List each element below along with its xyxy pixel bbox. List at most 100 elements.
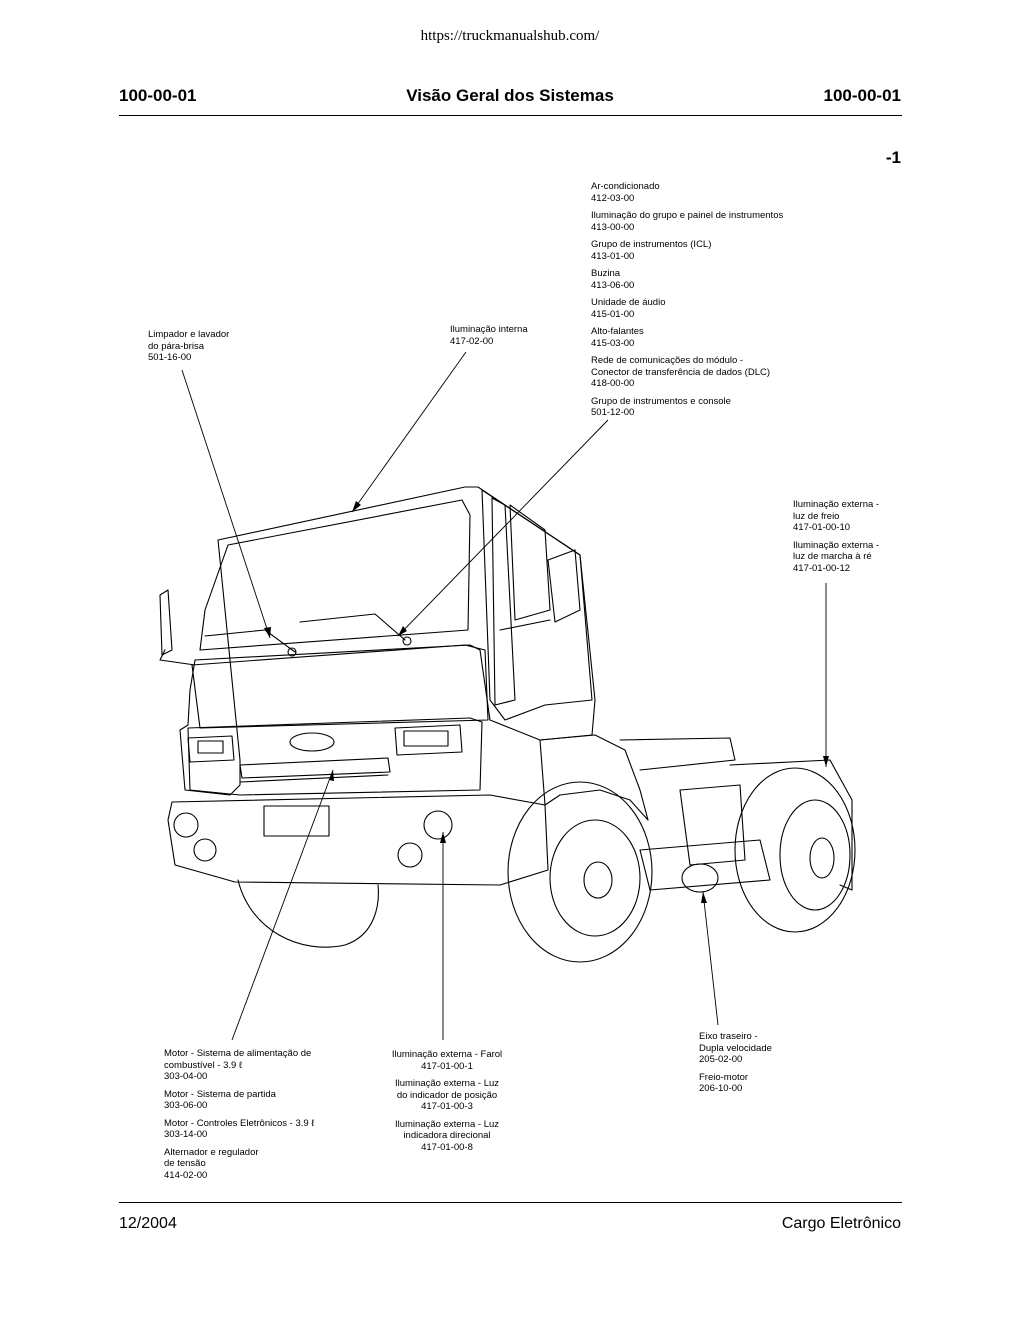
callout-code: 413-06-00 bbox=[591, 279, 635, 291]
figure-number: -1 bbox=[885, 148, 901, 167]
turn-signal-left bbox=[197, 740, 224, 754]
headlamp-round-right bbox=[423, 810, 453, 840]
callout-code: 415-03-00 bbox=[591, 337, 635, 349]
front-right-hub bbox=[583, 861, 613, 899]
door-window-frame bbox=[491, 497, 516, 706]
leader-interior-light bbox=[351, 351, 467, 513]
callout-name: Eixo traseiro - bbox=[699, 1031, 758, 1042]
callout-name: Iluminação interna bbox=[450, 324, 528, 335]
frame-rail bbox=[639, 839, 771, 891]
callout-code: 413-00-00 bbox=[591, 221, 635, 233]
arrowhead-engine bbox=[329, 770, 334, 781]
front-bumper bbox=[167, 794, 549, 886]
leader-cab-systems bbox=[397, 419, 609, 637]
footer-rule bbox=[119, 1202, 902, 1203]
wiper-right bbox=[299, 613, 406, 641]
fog-lamp-left bbox=[173, 812, 199, 838]
grille-slot-upper bbox=[239, 757, 391, 779]
grille-slot-lower bbox=[239, 774, 389, 783]
callout-code: 501-16-00 bbox=[148, 352, 192, 363]
fuel-tank bbox=[679, 784, 746, 866]
wiper-pivot-left bbox=[287, 647, 297, 657]
callout-name: Limpador e lavador bbox=[148, 329, 230, 340]
chassis-frame bbox=[619, 737, 736, 771]
callout-code: 414-02-00 bbox=[164, 1169, 208, 1181]
callout-name: do pára-brisa bbox=[148, 340, 204, 352]
callout-name: Rede de comunicações do módulo - bbox=[591, 355, 744, 366]
section-code-right: 100-00-01 bbox=[823, 86, 901, 105]
cab-outline bbox=[179, 486, 596, 796]
arrowhead-wiper bbox=[264, 627, 271, 638]
callout-name: Motor - Sistema de partida bbox=[164, 1088, 276, 1100]
arrowhead-rear-lights bbox=[823, 756, 829, 767]
right-headlight-front bbox=[394, 724, 463, 756]
callout-name: Unidade de áudio bbox=[591, 297, 666, 308]
callout-code: 415-01-00 bbox=[591, 308, 635, 320]
mirror-arm-right bbox=[499, 619, 551, 631]
callout-code: 418-00-00 bbox=[591, 378, 635, 389]
callout-name: Dupla velocidade bbox=[699, 1042, 772, 1054]
callout-name: luz de marcha à ré bbox=[793, 551, 872, 562]
callout-name: Freio-motor bbox=[699, 1071, 749, 1083]
page-title: Visão Geral dos Sistemas bbox=[406, 86, 614, 105]
callout-name: Iluminação externa - Luz bbox=[394, 1118, 500, 1130]
leader-engine bbox=[231, 769, 334, 1041]
arrowhead-front-lights bbox=[440, 832, 446, 843]
license-plate bbox=[263, 805, 330, 837]
cab-door bbox=[481, 489, 593, 721]
front-right-rim bbox=[549, 819, 641, 937]
leader-rear-axle bbox=[702, 891, 719, 1026]
headlamp-round-lower bbox=[397, 842, 423, 868]
grille bbox=[187, 717, 483, 796]
fog-lamp-left-lower bbox=[193, 838, 217, 862]
callout-code: 303-06-00 bbox=[164, 1100, 208, 1111]
callout-code: 303-04-00 bbox=[164, 1071, 208, 1082]
arrowhead-cab-systems bbox=[398, 626, 407, 636]
callout-name: de tensão bbox=[164, 1158, 206, 1169]
callout-code: 206-10-00 bbox=[699, 1083, 743, 1094]
callout-name: Iluminação externa - Farol bbox=[391, 1049, 503, 1060]
rear-tire-inner bbox=[779, 799, 851, 911]
windshield bbox=[199, 499, 471, 651]
callout-code: 303-14-00 bbox=[164, 1129, 208, 1140]
rear-axle-diff bbox=[681, 863, 719, 893]
wiper-pivot-right bbox=[402, 636, 412, 646]
callout-code: 417-01-00-8 bbox=[421, 1141, 473, 1153]
leader-wiper bbox=[181, 369, 271, 639]
callout-name: Grupo de instrumentos e console bbox=[591, 395, 731, 407]
callout-code: 417-01-00-1 bbox=[421, 1060, 473, 1072]
front-fender bbox=[539, 734, 649, 821]
source-url[interactable]: https://truckmanualshub.com/ bbox=[420, 28, 600, 44]
callout-code: 205-02-00 bbox=[699, 1054, 743, 1065]
rear-tire-outer bbox=[734, 767, 856, 933]
front-left-tire bbox=[237, 879, 379, 948]
callout-name: Buzina bbox=[591, 268, 621, 279]
callout-name: Conector de transferência de dados (DLC) bbox=[591, 366, 771, 378]
callout-code: 417-01-00-10 bbox=[793, 522, 851, 533]
callout-name: Iluminação externa - bbox=[793, 499, 880, 510]
callout-code: 412-03-00 bbox=[591, 192, 635, 204]
wiper-left bbox=[204, 629, 296, 653]
arrowhead-rear-axle bbox=[701, 892, 707, 903]
callout-code: 417-01-00-3 bbox=[421, 1101, 473, 1112]
callout-name: Ar-condicionado bbox=[591, 181, 660, 192]
cab-front-panel bbox=[191, 644, 489, 729]
turn-signal-right bbox=[403, 730, 449, 747]
footer-publication: Cargo Eletrônico bbox=[781, 1215, 901, 1232]
callout-name: indicadora direcional bbox=[403, 1130, 491, 1141]
callout-name: do indicador de posição bbox=[396, 1089, 498, 1101]
callout-name: Iluminação externa - Luz bbox=[394, 1078, 500, 1089]
callout-code: 501-12-00 bbox=[591, 407, 635, 418]
mirror-right bbox=[547, 549, 581, 623]
callout-name: Motor - Sistema de alimentação de bbox=[164, 1048, 312, 1059]
section-code-left: 100-00-01 bbox=[119, 86, 197, 105]
callout-code: 417-01-00-12 bbox=[793, 562, 851, 574]
side-window bbox=[509, 504, 551, 621]
arrowhead-interior-light bbox=[352, 501, 361, 512]
mirror-arm-left bbox=[159, 649, 196, 666]
callout-name: Alto-falantes bbox=[591, 326, 644, 337]
